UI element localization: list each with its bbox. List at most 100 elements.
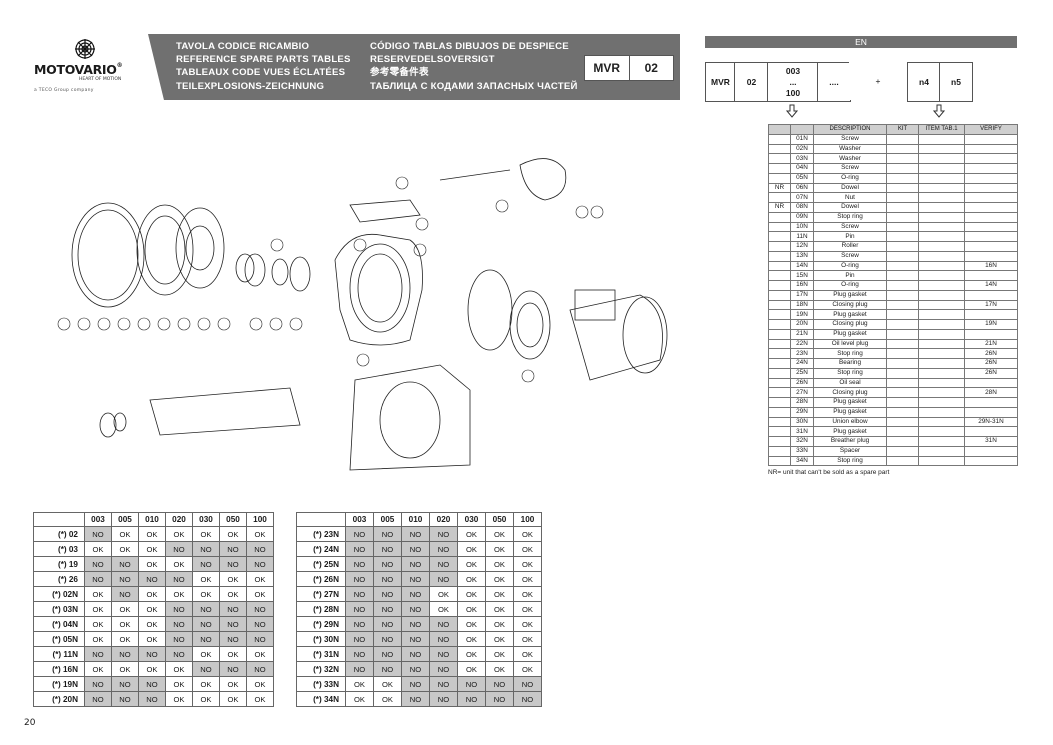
- code-cell: 09N: [790, 211, 814, 223]
- compat-row-label: (*) 26: [33, 571, 85, 587]
- compat-cell: OK: [246, 676, 274, 692]
- page-number: 20: [24, 718, 36, 728]
- compat-cell: OK: [457, 661, 486, 677]
- code-box-options: ....: [817, 62, 851, 102]
- compat-cell: NO: [373, 571, 402, 587]
- compat-cell: NO: [111, 556, 139, 572]
- code-cell: 01N: [790, 133, 814, 145]
- compat-cell: OK: [513, 616, 542, 632]
- description-cell: Stop ring: [813, 455, 887, 467]
- code-cell: 02N: [790, 143, 814, 155]
- compat-cell: NO: [429, 541, 458, 557]
- code-cell: 03N: [790, 153, 814, 164]
- verify-cell: [964, 143, 1018, 155]
- compat-cell: NO: [192, 541, 220, 557]
- compat-cell: NO: [246, 556, 274, 572]
- description-cell: Plug gasket: [813, 397, 887, 408]
- header-title: REFERENCE SPARE PARTS TABLES: [176, 54, 351, 66]
- nr-cell: [768, 309, 791, 320]
- item-tab-cell: [918, 133, 965, 145]
- compat-cell: OK: [138, 601, 166, 617]
- compat-cell: NO: [373, 541, 402, 557]
- compat-cell: OK: [485, 646, 514, 662]
- compat-row-label: (*) 16N: [33, 661, 85, 677]
- compat-cell: NO: [138, 571, 166, 587]
- kit-cell: [886, 192, 919, 203]
- code-cell: 06N: [790, 182, 814, 194]
- diagram-cover: [71, 202, 145, 308]
- kit-cell: [886, 172, 919, 184]
- nr-cell: NR: [768, 202, 791, 213]
- item-tab-cell: [918, 455, 965, 467]
- col-header: 050: [485, 512, 514, 527]
- compat-cell: NO: [401, 586, 430, 602]
- compat-cell: NO: [138, 691, 166, 707]
- compat-cell: OK: [138, 616, 166, 632]
- item-tab-cell: [918, 289, 965, 301]
- compat-cell: NO: [345, 526, 374, 542]
- item-tab-cell: [918, 377, 965, 389]
- verify-cell: [964, 377, 1018, 389]
- code-cell: 31N: [790, 426, 814, 437]
- verify-cell: [964, 153, 1018, 164]
- logo-teco: a TECO Group company: [34, 88, 94, 93]
- col-description: DESCRIPTION: [813, 124, 887, 135]
- kit-cell: [886, 182, 919, 194]
- code-cell: 21N: [790, 328, 814, 340]
- description-cell: Dowel: [813, 202, 887, 213]
- logo-tagline: HEART OF MOTION: [79, 77, 122, 82]
- description-cell: Pin: [813, 270, 887, 281]
- description-cell: Nut: [813, 192, 887, 203]
- compat-cell: NO: [111, 586, 139, 602]
- nr-cell: [768, 319, 791, 330]
- compat-cell: OK: [485, 586, 514, 602]
- verify-cell: 16N: [964, 260, 1018, 272]
- col-header: 030: [192, 512, 220, 527]
- kit-cell: [886, 241, 919, 252]
- col-header: 010: [401, 512, 430, 527]
- compat-cell: NO: [192, 601, 220, 617]
- compat-cell: NO: [246, 541, 274, 557]
- compat-cell: NO: [345, 661, 374, 677]
- nr-cell: [768, 289, 791, 301]
- compat-cell: NO: [373, 556, 402, 572]
- item-tab-cell: [918, 397, 965, 408]
- kit-cell: [886, 367, 919, 379]
- compat-cell: NO: [401, 691, 430, 707]
- verify-cell: 17N: [964, 299, 1018, 311]
- compat-cell: NO: [373, 631, 402, 647]
- compat-cell: NO: [429, 661, 458, 677]
- compat-cell: OK: [513, 586, 542, 602]
- code-box-ratio: 003 ... 100: [767, 62, 819, 102]
- compat-row-label: (*) 30N: [296, 631, 346, 647]
- compat-cell: OK: [192, 646, 220, 662]
- compat-cell: OK: [457, 526, 486, 542]
- code-cell: 14N: [790, 260, 814, 272]
- kit-cell: [886, 260, 919, 272]
- compat-cell: NO: [111, 646, 139, 662]
- description-cell: Plug gasket: [813, 406, 887, 418]
- compat-cell: OK: [246, 586, 274, 602]
- compat-cell: OK: [138, 541, 166, 557]
- kit-cell: [886, 280, 919, 291]
- compat-cell: OK: [84, 616, 112, 632]
- compat-cell: OK: [345, 691, 374, 707]
- verify-cell: [964, 426, 1018, 437]
- nr-cell: [768, 367, 791, 379]
- compat-cell: NO: [373, 616, 402, 632]
